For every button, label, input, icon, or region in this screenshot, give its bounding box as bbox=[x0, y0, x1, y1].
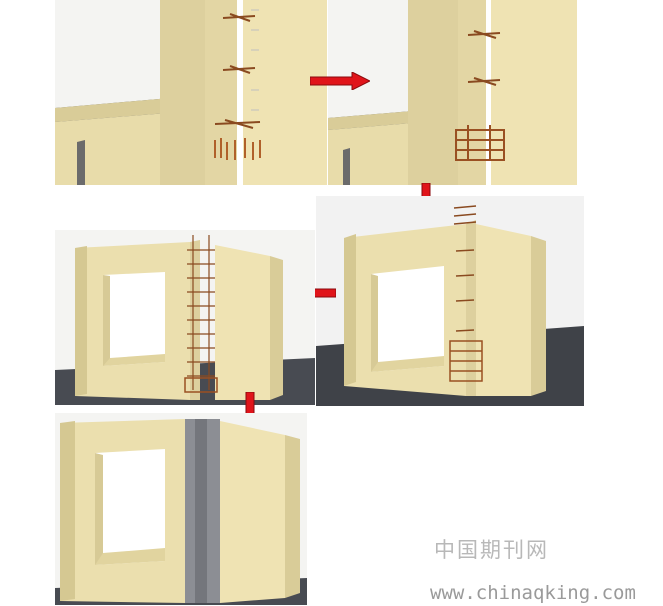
step-5-panel bbox=[55, 413, 307, 605]
step-2-panel bbox=[328, 0, 577, 185]
step-1-panel bbox=[55, 0, 327, 185]
site-logo-text: 中国期刊网 bbox=[434, 538, 549, 562]
site-url: www.chinaqking.com bbox=[430, 582, 636, 604]
step-3-panel bbox=[55, 230, 315, 405]
step-4-panel bbox=[316, 196, 584, 406]
arrow-right-icon bbox=[310, 72, 370, 90]
